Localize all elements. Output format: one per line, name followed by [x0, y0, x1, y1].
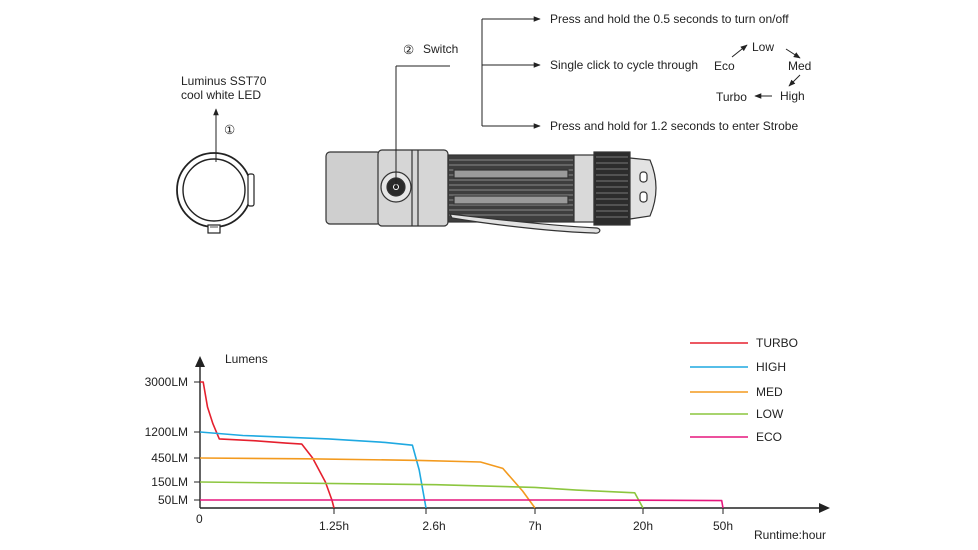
origin-label: 0	[196, 512, 203, 526]
marker-1: ①	[224, 123, 236, 137]
flashlight-body	[325, 149, 657, 234]
mode-eco: Eco	[714, 59, 735, 73]
instruction-strobe: Press and hold for 1.2 seconds to enter …	[550, 119, 799, 133]
x-tick-label: 7h	[528, 519, 542, 533]
legend-label-low: LOW	[756, 407, 784, 421]
y-tick-label: 150LM	[151, 475, 188, 489]
y-tick-label: 50LM	[157, 493, 188, 507]
x-axis-arrow	[819, 503, 830, 513]
switch-label: Switch	[423, 42, 459, 56]
marker-2: ②	[403, 43, 415, 57]
series-line-turbo	[200, 381, 335, 509]
x-axis-label: Runtime:hour	[754, 528, 827, 542]
led-head-front-view	[176, 152, 255, 234]
legend-label-high: HIGH	[756, 360, 786, 374]
legend-label-med: MED	[756, 385, 783, 399]
y-axis-arrow	[195, 356, 205, 367]
y-axis-label: Lumens	[225, 352, 268, 366]
legend-label-turbo: TURBO	[756, 336, 798, 350]
y-tick-label: 3000LM	[144, 375, 188, 389]
x-tick-label: 50h	[712, 519, 734, 533]
mode-turbo: Turbo	[716, 90, 747, 104]
led-label-line2: cool white LED	[181, 88, 262, 102]
mode-high: High	[780, 89, 805, 103]
led-label-line1: Luminus SST70	[181, 74, 267, 88]
mode-cycle-arrows	[731, 44, 801, 99]
x-tick-label: 20h	[632, 519, 654, 533]
led-label: Luminus SST70 cool white LED	[181, 74, 266, 102]
instruction-bracket	[481, 16, 541, 129]
mode-low: Low	[752, 40, 775, 54]
instruction-cycle: Single click to cycle through	[550, 58, 699, 72]
series-line-high	[199, 431, 427, 509]
legend-label-eco: ECO	[756, 430, 783, 444]
x-tick-label: 1.25h	[318, 519, 350, 533]
y-tick-label: 1200LM	[144, 425, 188, 439]
mode-med: Med	[788, 59, 812, 73]
y-tick-label: 450LM	[151, 451, 188, 465]
series-line-eco	[200, 499, 724, 509]
series-line-med	[199, 457, 536, 509]
series-line-low	[199, 481, 644, 509]
instruction-on-off: Press and hold the 0.5 seconds to turn o…	[550, 12, 789, 26]
x-tick-label: 2.6h	[422, 519, 446, 533]
